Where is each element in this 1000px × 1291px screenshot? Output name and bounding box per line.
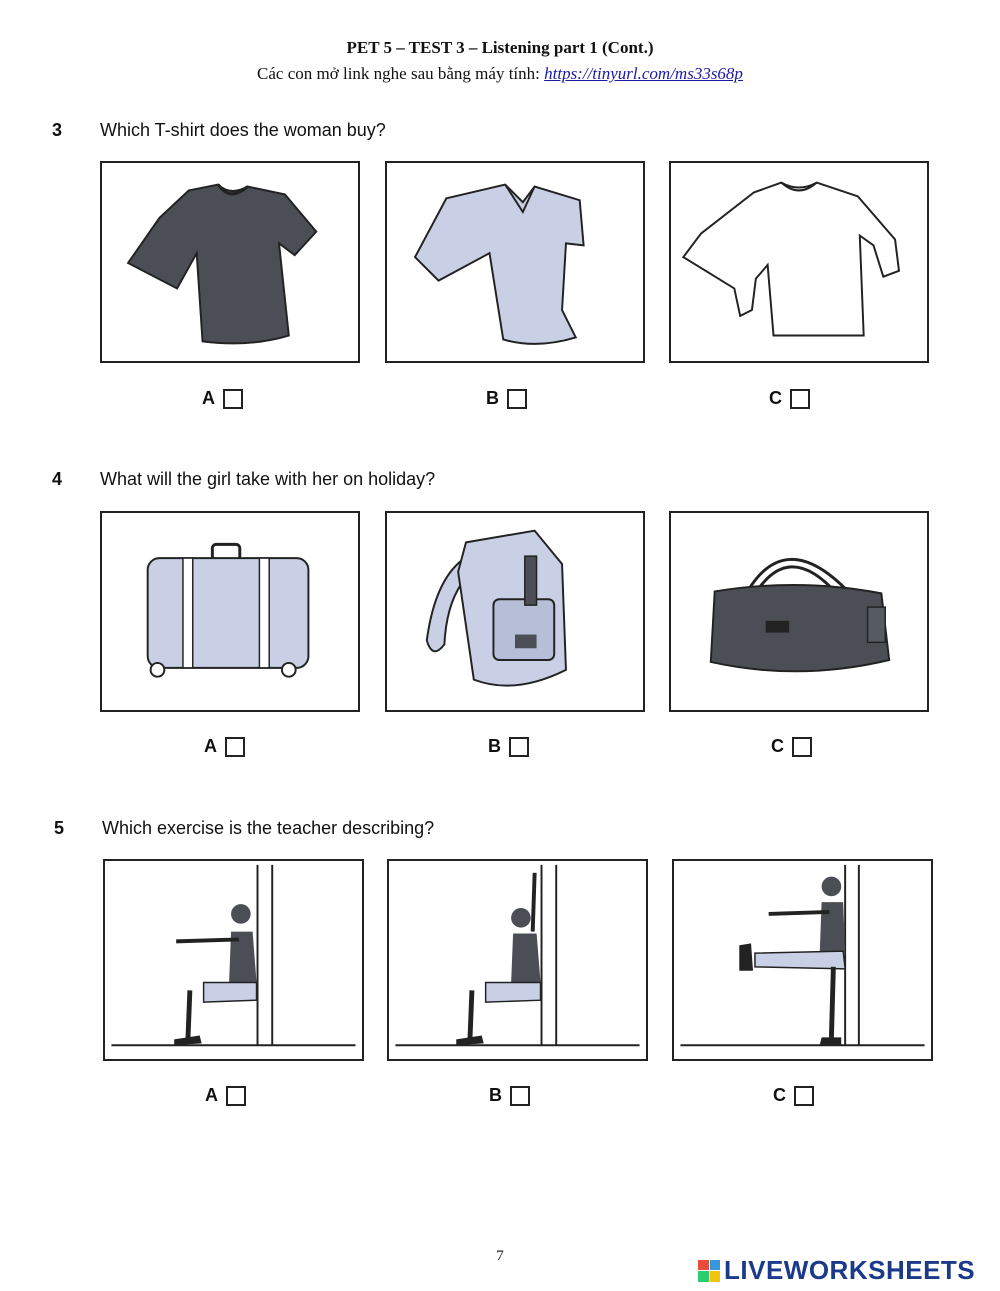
option-label: C xyxy=(771,736,784,756)
option-image-3a xyxy=(100,161,360,363)
question-number: 5 xyxy=(54,818,65,838)
question-text: Which exercise is the teacher describing… xyxy=(102,818,435,838)
option-4a-checkbox[interactable] xyxy=(225,736,245,757)
standing-leg-raise-icon xyxy=(680,864,925,1047)
question-number: 3 xyxy=(52,120,63,140)
option-label: B xyxy=(488,736,501,756)
option-4c-checkbox[interactable] xyxy=(792,736,812,757)
page-title: PET 5 – TEST 3 – Listening part 1 (Cont.… xyxy=(346,38,654,57)
brand-name: LIVEWORKSHEETS xyxy=(724,1255,976,1285)
option-5b-checkbox[interactable] xyxy=(510,1085,530,1106)
option-image-5c xyxy=(672,859,933,1061)
question-text: Which T-shirt does the woman buy? xyxy=(100,120,386,140)
option-label: C xyxy=(769,388,782,408)
question-text: What will the girl take with her on holi… xyxy=(100,469,436,489)
option-image-3b xyxy=(385,161,645,363)
option-4c: C xyxy=(771,736,812,757)
wall-sit-arms-up-icon xyxy=(395,864,640,1047)
option-image-4c xyxy=(669,511,929,712)
option-label: A xyxy=(205,1085,218,1105)
option-image-4b xyxy=(385,511,645,712)
page-subtitle: Các con mở link nghe sau bằng máy tính: … xyxy=(0,64,1000,84)
option-5a-checkbox[interactable] xyxy=(226,1085,246,1106)
light-vneck-tshirt-icon xyxy=(413,183,585,345)
option-3b-checkbox[interactable] xyxy=(507,388,527,409)
audio-link[interactable]: https://tinyurl.com/ms33s68p xyxy=(544,64,743,83)
option-5b: B xyxy=(489,1085,530,1106)
option-image-3c xyxy=(669,161,929,363)
option-label: A xyxy=(204,736,217,756)
long-sleeve-shirt-icon xyxy=(681,181,901,337)
option-3c: C xyxy=(769,388,810,409)
option-5a: A xyxy=(205,1085,246,1106)
option-3a-checkbox[interactable] xyxy=(223,388,243,409)
dark-tshirt-icon xyxy=(126,183,318,345)
backpack-icon xyxy=(425,529,567,687)
holdall-bag-icon xyxy=(709,557,891,673)
option-image-4a xyxy=(100,511,360,712)
option-label: A xyxy=(202,388,215,408)
option-5c-checkbox[interactable] xyxy=(794,1085,814,1106)
option-label: B xyxy=(489,1085,502,1105)
brand-footer: LIVEWORKSHEETS xyxy=(698,1255,975,1286)
option-image-5b xyxy=(387,859,648,1061)
wall-sit-arms-forward-icon xyxy=(111,864,356,1047)
subtitle-text: Các con mở link nghe sau bằng máy tính: xyxy=(257,64,545,83)
option-4b: B xyxy=(488,736,529,757)
option-3c-checkbox[interactable] xyxy=(790,388,810,409)
option-5c: C xyxy=(773,1085,814,1106)
option-4a: A xyxy=(204,736,245,757)
page-number: 7 xyxy=(496,1248,504,1264)
option-label: C xyxy=(773,1085,786,1105)
question-number: 4 xyxy=(52,469,63,489)
option-image-5a xyxy=(103,859,364,1061)
option-4b-checkbox[interactable] xyxy=(509,736,529,757)
option-3b: B xyxy=(486,388,527,409)
liveworksheets-logo-icon xyxy=(698,1259,720,1282)
option-3a: A xyxy=(202,388,243,409)
option-label: B xyxy=(486,388,499,408)
suitcase-icon xyxy=(146,542,310,678)
